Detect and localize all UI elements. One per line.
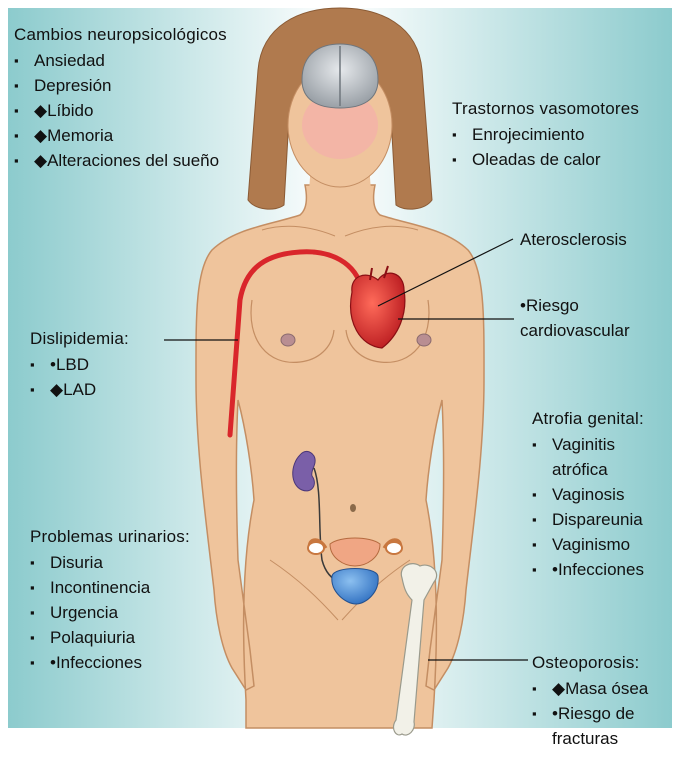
- bullet-icon: ▪: [452, 147, 472, 172]
- list-item: ▪◆Líbido: [14, 98, 227, 123]
- group-dislipidemia: Dislipidemia: ▪•LBD▪◆LAD: [30, 328, 129, 402]
- label-cardiovascular: cardiovascular: [520, 320, 630, 342]
- list-item-text: ◆Alteraciones del sueño: [34, 148, 219, 173]
- list-item: ▪Incontinencia: [30, 575, 190, 600]
- list-item-text: Enrojecimiento: [472, 122, 584, 147]
- group-osteoporosis: Osteoporosis: ▪◆Masa ósea▪•Riesgo defrac…: [532, 652, 648, 751]
- list-item-text: Incontinencia: [50, 575, 150, 600]
- group-list: ▪Ansiedad▪Depresión▪◆Líbido▪◆Memoria▪◆Al…: [14, 48, 227, 173]
- list-item: ▪Vaginitis: [532, 432, 644, 457]
- group-list: ▪Disuria▪Incontinencia▪Urgencia▪Polaquiu…: [30, 550, 190, 675]
- bullet-icon: ▪: [532, 676, 552, 701]
- nipple-right: [417, 334, 431, 346]
- list-item-text: Vaginitis: [552, 432, 615, 457]
- list-item: ▪◆LAD: [30, 377, 129, 402]
- list-item-text: ◆Masa ósea: [552, 676, 648, 701]
- list-item-text: Urgencia: [50, 600, 118, 625]
- list-item: ▪Disuria: [30, 550, 190, 575]
- list-item-text: ◆Líbido: [34, 98, 93, 123]
- group-atrofia-genital: Atrofia genital: ▪Vaginitisatrófica▪Vagi…: [532, 408, 644, 582]
- bullet-icon: ▪: [14, 98, 34, 123]
- bullet-icon: ▪: [14, 48, 34, 73]
- list-item-text: Polaquiuria: [50, 625, 135, 650]
- list-item: ▪Urgencia: [30, 600, 190, 625]
- list-item: ▪•LBD: [30, 352, 129, 377]
- list-item: ▪Depresión: [14, 73, 227, 98]
- list-item-text: •Infecciones: [552, 557, 644, 582]
- list-item: ▪Polaquiuria: [30, 625, 190, 650]
- group-title: Atrofia genital:: [532, 408, 644, 430]
- list-item: ▪Dispareunia: [532, 507, 644, 532]
- bullet-icon: ▪: [30, 625, 50, 650]
- list-item: ▪Oleadas de calor: [452, 147, 639, 172]
- ovary-left: [308, 542, 324, 554]
- label-riesgo: •Riesgo: [520, 295, 579, 317]
- group-list: ▪◆Masa ósea▪•Riesgo defracturas: [532, 676, 648, 751]
- bullet-icon: ▪: [30, 352, 50, 377]
- group-urinarios: Problemas urinarios: ▪Disuria▪Incontinen…: [30, 526, 190, 675]
- list-item: ▪◆Masa ósea: [532, 676, 648, 701]
- group-neuropsicologicos: Cambios neuropsicológicos ▪Ansiedad▪Depr…: [14, 24, 227, 173]
- list-item-continuation: atrófica: [532, 457, 644, 482]
- bullet-icon: ▪: [30, 650, 50, 675]
- group-title: Cambios neuropsicológicos: [14, 24, 227, 46]
- bullet-icon: ▪: [452, 122, 472, 147]
- list-item: ▪Enrojecimiento: [452, 122, 639, 147]
- list-item: ▪Vaginismo: [532, 532, 644, 557]
- group-title: Problemas urinarios:: [30, 526, 190, 548]
- list-item-text: Ansiedad: [34, 48, 105, 73]
- label-aterosclerosis: Aterosclerosis: [520, 229, 627, 251]
- list-item-text: Depresión: [34, 73, 112, 98]
- list-item-text: •LBD: [50, 352, 89, 377]
- navel: [350, 504, 356, 512]
- list-item-text: Vaginismo: [552, 532, 630, 557]
- list-item: ▪◆Memoria: [14, 123, 227, 148]
- group-list: ▪Enrojecimiento▪Oleadas de calor: [452, 122, 639, 172]
- list-item-text: Dispareunia: [552, 507, 643, 532]
- list-item-text: ◆Memoria: [34, 123, 113, 148]
- list-item: ▪Ansiedad: [14, 48, 227, 73]
- bullet-icon: ▪: [30, 377, 50, 402]
- bullet-icon: ▪: [14, 123, 34, 148]
- bullet-icon: ▪: [532, 532, 552, 557]
- list-item: ▪Vaginosis: [532, 482, 644, 507]
- bullet-icon: ▪: [14, 148, 34, 173]
- list-item-text: •Infecciones: [50, 650, 142, 675]
- list-item-text: Oleadas de calor: [472, 147, 601, 172]
- bullet-icon: ▪: [532, 432, 552, 457]
- bullet-icon: ▪: [532, 482, 552, 507]
- bullet-icon: ▪: [30, 575, 50, 600]
- group-list: ▪•LBD▪◆LAD: [30, 352, 129, 402]
- bullet-icon: ▪: [532, 507, 552, 532]
- ovary-right: [386, 542, 402, 554]
- group-title: Trastornos vasomotores: [452, 98, 639, 120]
- list-item-text: ◆LAD: [50, 377, 96, 402]
- list-item-text: •Riesgo de: [552, 701, 635, 726]
- bullet-icon: ▪: [30, 550, 50, 575]
- bullet-icon: ▪: [14, 73, 34, 98]
- group-list: ▪Vaginitisatrófica▪Vaginosis▪Dispareunia…: [532, 432, 644, 582]
- group-title: Dislipidemia:: [30, 328, 129, 350]
- list-item-text: Vaginosis: [552, 482, 624, 507]
- list-item: ▪•Infecciones: [30, 650, 190, 675]
- list-item: ▪•Infecciones: [532, 557, 644, 582]
- bullet-icon: ▪: [532, 701, 552, 726]
- list-item: ▪•Riesgo de: [532, 701, 648, 726]
- group-title: Osteoporosis:: [532, 652, 648, 674]
- list-item-continuation: fracturas: [532, 726, 648, 751]
- nipple-left: [281, 334, 295, 346]
- list-item-text: Disuria: [50, 550, 103, 575]
- list-item: ▪◆Alteraciones del sueño: [14, 148, 227, 173]
- group-vasomotores: Trastornos vasomotores ▪Enrojecimiento▪O…: [452, 98, 639, 172]
- bullet-icon: ▪: [30, 600, 50, 625]
- bullet-icon: ▪: [532, 557, 552, 582]
